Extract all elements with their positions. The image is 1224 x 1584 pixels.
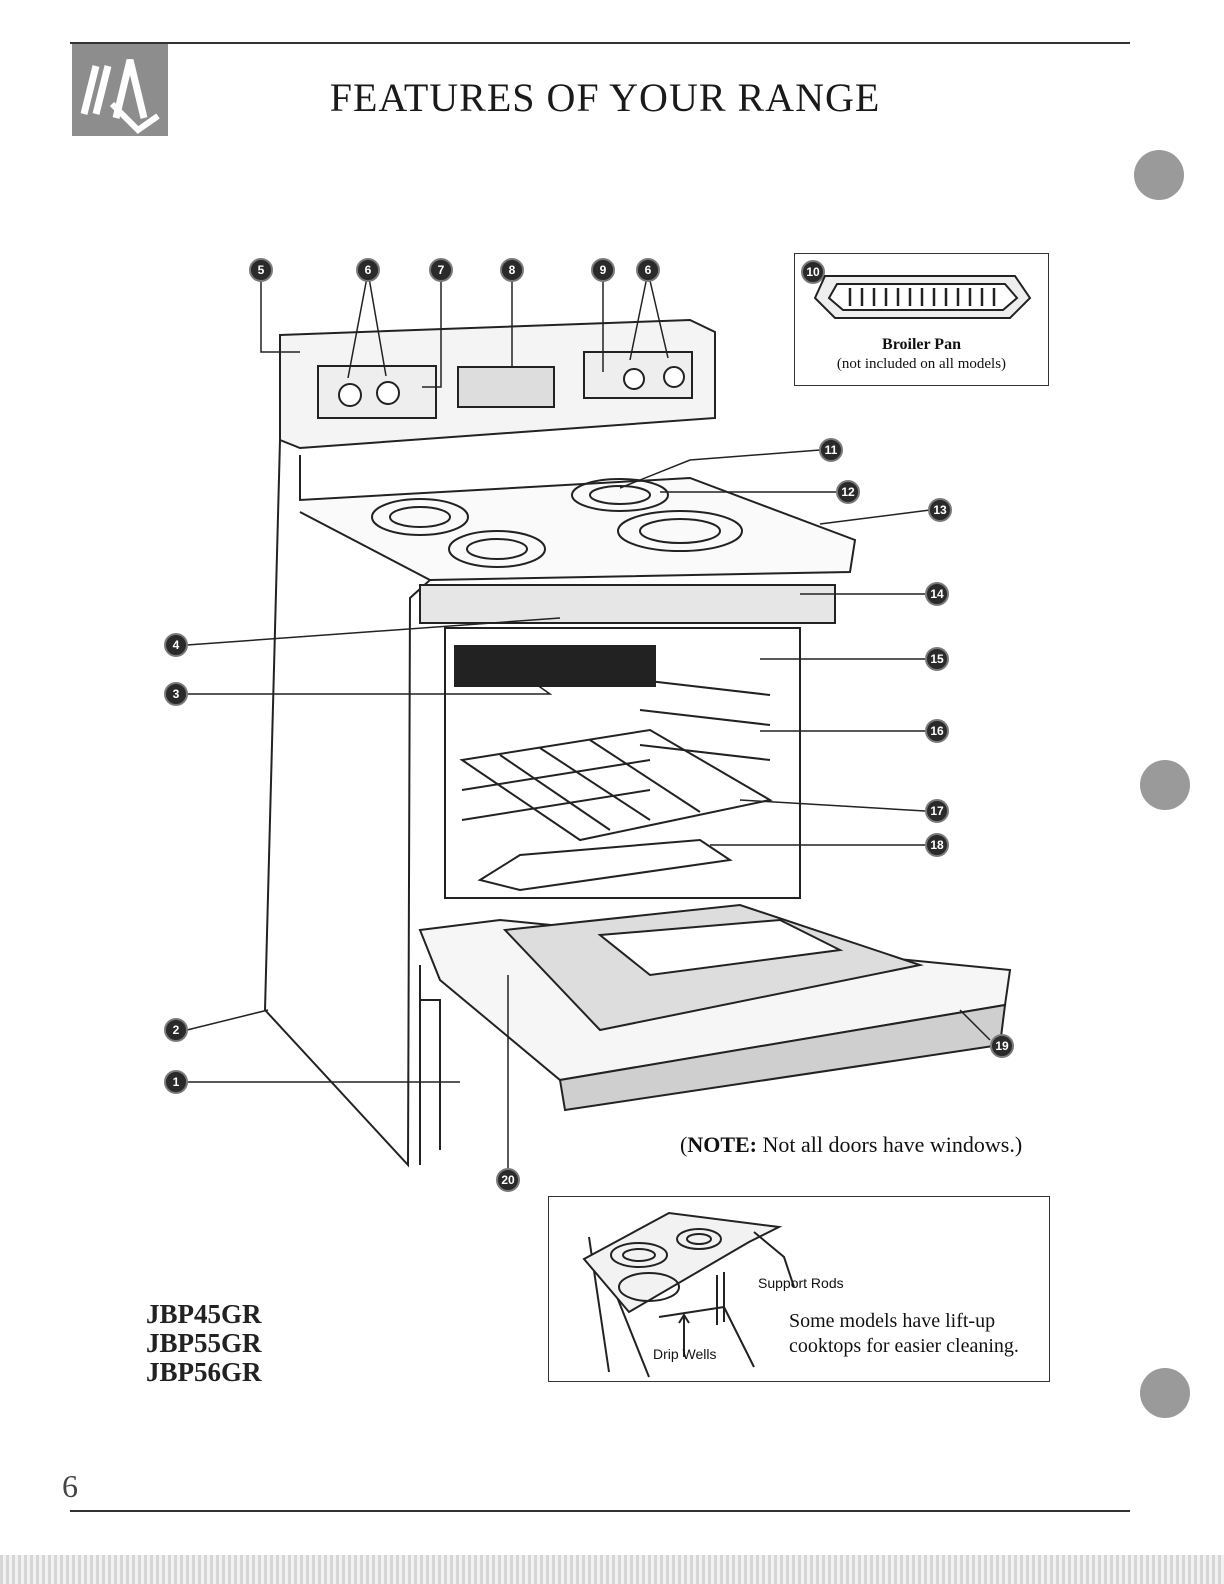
brand-logo-icon bbox=[72, 44, 168, 136]
liftup-line-1: Some models have lift-up bbox=[789, 1309, 1019, 1334]
callout-15: 15 bbox=[925, 647, 949, 671]
callout-9: 9 bbox=[591, 258, 615, 282]
punch-hole bbox=[1134, 150, 1184, 200]
scan-artifact-bar bbox=[0, 1555, 1224, 1584]
callout-6-right: 6 bbox=[636, 258, 660, 282]
broiler-pan-title: Broiler Pan bbox=[795, 336, 1048, 354]
callout-8: 8 bbox=[500, 258, 524, 282]
page-number: 6 bbox=[62, 1468, 78, 1505]
callout-2: 2 bbox=[164, 1018, 188, 1042]
broiler-pan-inset: 10 Broiler Pan (not included on all mode… bbox=[794, 253, 1049, 386]
callout-6: 6 bbox=[356, 258, 380, 282]
broiler-pan-subtitle: (not included on all models) bbox=[795, 356, 1048, 373]
callout-13: 13 bbox=[928, 498, 952, 522]
door-window-note: (NOTE: Not all doors have windows.) bbox=[680, 1132, 1022, 1158]
model-number: JBP45GR bbox=[146, 1300, 262, 1329]
callout-1: 1 bbox=[164, 1070, 188, 1094]
callout-14: 14 bbox=[925, 582, 949, 606]
callout-17: 17 bbox=[925, 799, 949, 823]
model-number: JBP55GR bbox=[146, 1329, 262, 1358]
bottom-rule bbox=[70, 1510, 1130, 1512]
support-rods-label: Support Rods bbox=[758, 1275, 844, 1291]
callout-12: 12 bbox=[836, 480, 860, 504]
note-label: NOTE: bbox=[687, 1132, 757, 1157]
callout-16: 16 bbox=[925, 719, 949, 743]
liftup-cooktop-inset: Support Rods Drip Wells Some models have… bbox=[548, 1196, 1050, 1382]
callout-7: 7 bbox=[429, 258, 453, 282]
callout-19: 19 bbox=[990, 1034, 1014, 1058]
callout-3: 3 bbox=[164, 682, 188, 706]
punch-hole bbox=[1140, 1368, 1190, 1418]
note-text: Not all doors have windows.) bbox=[757, 1132, 1022, 1157]
punch-hole bbox=[1140, 760, 1190, 810]
model-numbers: JBP45GR JBP55GR JBP56GR bbox=[146, 1300, 262, 1387]
model-number: JBP56GR bbox=[146, 1358, 262, 1387]
callout-4: 4 bbox=[164, 633, 188, 657]
liftup-line-2: cooktops for easier cleaning. bbox=[789, 1334, 1019, 1359]
top-rule bbox=[70, 42, 1130, 44]
liftup-description: Some models have lift-up cooktops for ea… bbox=[789, 1309, 1019, 1359]
callout-18: 18 bbox=[925, 833, 949, 857]
page-title: FEATURES OF YOUR RANGE bbox=[180, 74, 1030, 121]
broiler-pan-icon bbox=[795, 254, 1050, 334]
drip-wells-label: Drip Wells bbox=[653, 1346, 717, 1362]
callout-5: 5 bbox=[249, 258, 273, 282]
callout-11: 11 bbox=[819, 438, 843, 462]
callout-20: 20 bbox=[496, 1168, 520, 1192]
